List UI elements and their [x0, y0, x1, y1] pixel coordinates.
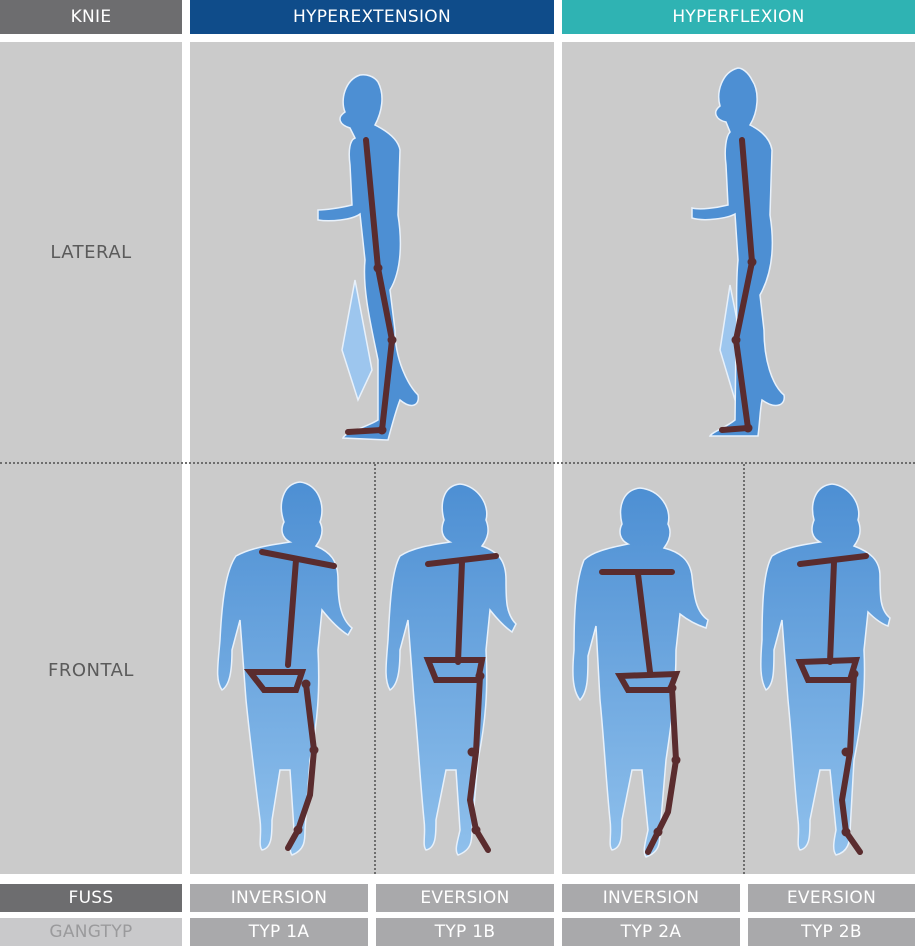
gait-type-1b-label: TYP 1B [435, 922, 496, 942]
footer-gangtyp-label: GANGTYP [49, 922, 132, 942]
gait-type-1b: TYP 1B [376, 918, 554, 946]
foot-type-2b-label: EVERSION [787, 888, 876, 908]
footer-gangtyp: GANGTYP [0, 918, 182, 946]
gait-type-2b-label: TYP 2B [801, 922, 862, 942]
lateral-body-flex [692, 68, 784, 436]
foot-type-2b: EVERSION [748, 884, 915, 912]
gait-type-2a: TYP 2A [562, 918, 740, 946]
foot-type-2a-label: INVERSION [603, 888, 700, 908]
foot-type-1a-label: INVERSION [231, 888, 328, 908]
foot-type-1b: EVERSION [376, 884, 554, 912]
frontal-typ2a-figure [573, 488, 708, 857]
foot-type-1b-label: EVERSION [420, 888, 509, 908]
lateral-hyperflexion-figure [692, 68, 784, 436]
gait-type-1a: TYP 1A [190, 918, 368, 946]
lateral-body [318, 75, 418, 440]
gait-type-1a-label: TYP 1A [249, 922, 310, 942]
foot-type-2a: INVERSION [562, 884, 740, 912]
gait-type-2a-label: TYP 2A [621, 922, 682, 942]
lateral-hyperextension-figure [318, 75, 418, 440]
footer-fuss-label: FUSS [68, 888, 113, 908]
frontal-typ1b-figure [386, 484, 516, 855]
foot-type-1a: INVERSION [190, 884, 368, 912]
frontal-typ2b-figure [761, 484, 890, 855]
footer-fuss: FUSS [0, 884, 182, 912]
gait-type-2b: TYP 2B [748, 918, 915, 946]
frontal-typ1a-figure [218, 482, 352, 855]
